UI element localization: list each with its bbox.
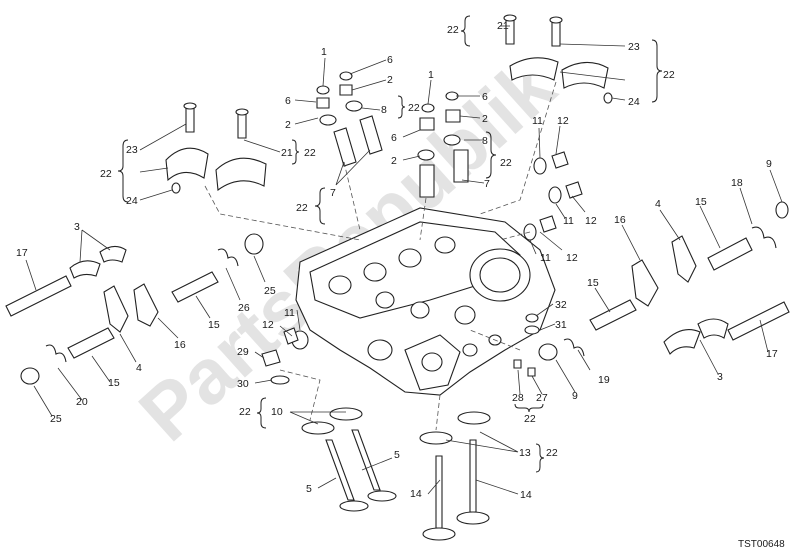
- part-label: 12: [557, 115, 569, 127]
- part-label: 16: [174, 339, 186, 351]
- part-label: 26: [238, 302, 250, 314]
- part-label: 9: [766, 158, 772, 170]
- part-label: 18: [731, 177, 743, 189]
- part-label: 12: [585, 215, 597, 227]
- part-label: 2: [387, 74, 393, 86]
- part-label: 3: [717, 371, 723, 383]
- drawing-code: TST00648: [738, 539, 785, 550]
- part-label: 22: [500, 157, 512, 169]
- part-label: 11: [532, 115, 543, 127]
- part-label: 14: [520, 489, 532, 501]
- part-label: 22: [239, 406, 251, 418]
- cam-cap-right: [503, 14, 613, 104]
- part-label: 15: [695, 196, 707, 208]
- part-labels: 1 6 2 6 2 8 22 1 6 2 6 8 2 7 22 7 22 22 …: [16, 20, 778, 501]
- part-label: 15: [108, 377, 120, 389]
- part-label: 22: [663, 69, 675, 81]
- part-label: 28: [512, 392, 524, 404]
- part-label: 12: [262, 319, 274, 331]
- part-label: 8: [381, 104, 387, 116]
- part-label: 29: [237, 346, 249, 358]
- valve-stack-right: [417, 91, 469, 198]
- part-label: 22: [408, 102, 420, 114]
- part-label: 23: [126, 144, 138, 156]
- part-label: 22: [100, 168, 112, 180]
- part-label: 7: [330, 187, 336, 199]
- assembly-lines: [204, 81, 557, 431]
- part-label: 22: [447, 24, 459, 36]
- part-label: 32: [555, 299, 567, 311]
- part-label: 22: [524, 413, 536, 425]
- part-label: 22: [304, 147, 316, 159]
- part-label: 9: [572, 390, 578, 402]
- part-label: 22: [546, 447, 558, 459]
- part-label: 27: [536, 392, 548, 404]
- part-label: 25: [50, 413, 62, 425]
- part-label: 13: [519, 447, 531, 459]
- part-label: 5: [306, 483, 312, 495]
- part-label: 8: [482, 135, 488, 147]
- part-label: 4: [136, 362, 142, 374]
- part-label: 4: [655, 198, 661, 210]
- part-label: 1: [321, 46, 327, 58]
- part-label: 10: [271, 406, 283, 418]
- cylinder-head: [295, 207, 556, 396]
- part-label: 14: [410, 488, 422, 500]
- rocker-group-left: [5, 233, 309, 385]
- part-label: 17: [16, 247, 28, 259]
- part-label: 21: [497, 20, 509, 32]
- part-label: 5: [394, 449, 400, 461]
- part-label: 1: [428, 69, 434, 81]
- leader-lines: [25, 25, 783, 495]
- part-label: 2: [285, 119, 291, 131]
- part-label: 17: [766, 348, 778, 360]
- part-label: 6: [387, 54, 393, 66]
- part-label: 16: [614, 214, 626, 226]
- part-label: 25: [264, 285, 276, 297]
- part-label: 30: [237, 378, 249, 390]
- part-label: 3: [74, 221, 80, 233]
- part-label: 11: [540, 252, 551, 264]
- part-label: 23: [628, 41, 640, 53]
- part-label: 20: [76, 396, 88, 408]
- part-label: 21: [281, 147, 293, 159]
- valves-left: [301, 407, 397, 512]
- valves-right: [419, 411, 491, 541]
- part-label: 24: [126, 195, 138, 207]
- part-label: 11: [563, 215, 574, 227]
- part-label: 6: [285, 95, 291, 107]
- part-label: 11: [284, 307, 295, 319]
- part-label: 6: [391, 132, 397, 144]
- part-label: 6: [482, 91, 488, 103]
- part-label: 22: [296, 202, 308, 214]
- part-label: 2: [482, 113, 488, 125]
- part-label: 15: [208, 319, 220, 331]
- part-label: 31: [555, 319, 567, 331]
- valve-stack-left: [316, 71, 383, 167]
- part-label: 2: [391, 155, 397, 167]
- braces: [117, 15, 663, 473]
- cam-cap-left: [165, 102, 267, 194]
- part-label: 15: [587, 277, 599, 289]
- part-label: 24: [628, 96, 640, 108]
- part-label: 7: [484, 178, 490, 190]
- part-label: 12: [566, 252, 578, 264]
- part-label: 19: [598, 374, 610, 386]
